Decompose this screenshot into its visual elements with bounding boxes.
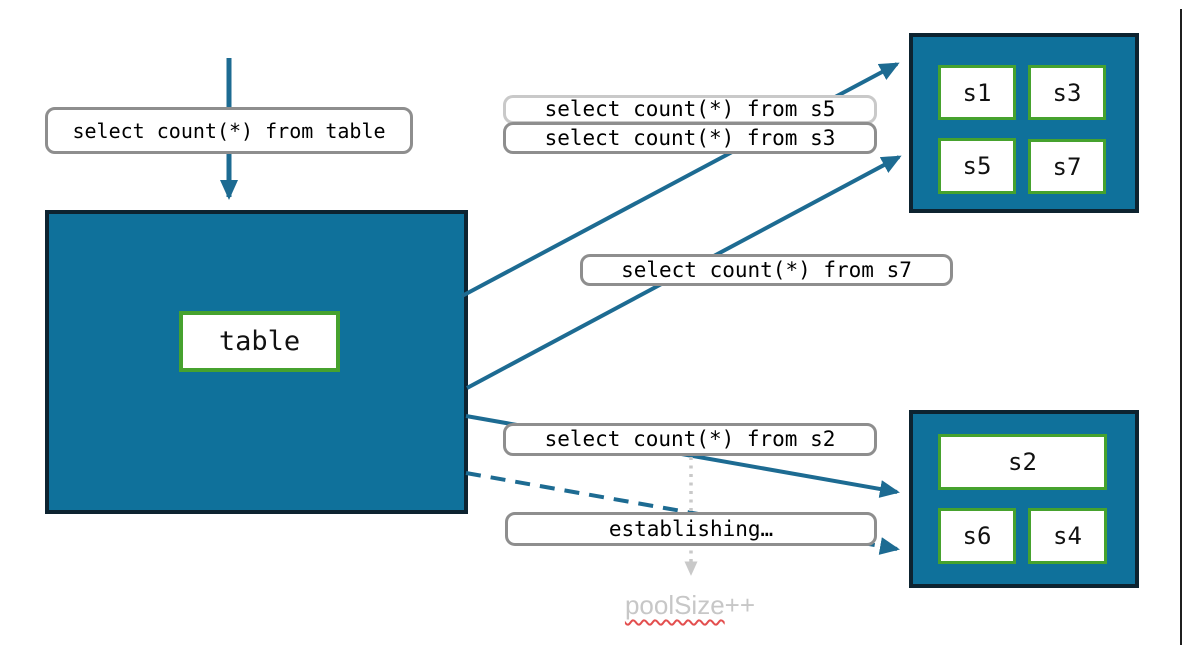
label-query-s2: select count(*) from s2 — [503, 423, 877, 456]
poolsize-word: poolSize — [624, 590, 725, 620]
table-node-label: table — [218, 326, 301, 357]
shard-s2-label: s2 — [1008, 448, 1037, 476]
label-query-table-text: select count(*) from table — [72, 118, 386, 143]
canvas-right-edge-line — [1180, 9, 1182, 645]
label-query-s2-text: select count(*) from s2 — [544, 427, 836, 451]
poolsize-caption: poolSize++ — [570, 590, 810, 621]
shard-s6-label: s6 — [962, 522, 992, 550]
label-query-s3: select count(*) from s3 — [503, 122, 877, 154]
label-query-s7: select count(*) from s7 — [580, 254, 953, 286]
poolsize-increment: ++ — [724, 590, 756, 620]
shard-s6: s6 — [938, 508, 1016, 564]
label-query-s5: select count(*) from s5 — [503, 95, 877, 124]
label-query-s7-text: select count(*) from s7 — [621, 257, 912, 282]
shard-s4: s4 — [1028, 508, 1107, 564]
table-node: table — [179, 311, 340, 372]
shard-s4-label: s4 — [1053, 522, 1082, 550]
label-establishing: establishing… — [505, 512, 877, 546]
label-establishing-text: establishing… — [608, 516, 774, 541]
shard-s2: s2 — [938, 434, 1107, 490]
shard-s3: s3 — [1028, 65, 1106, 120]
shard-s7-label: s7 — [1052, 152, 1082, 181]
label-query-s5-text: select count(*) from s5 — [544, 97, 836, 121]
shard-s3-label: s3 — [1052, 78, 1082, 107]
shard-s7: s7 — [1028, 139, 1106, 194]
label-query-table: select count(*) from table — [45, 107, 413, 154]
shard-s1: s1 — [938, 65, 1016, 120]
shard-s1-label: s1 — [962, 78, 992, 107]
shard-s5: s5 — [938, 138, 1016, 194]
label-query-s3-text: select count(*) from s3 — [544, 125, 836, 150]
shard-s5-label: s5 — [962, 152, 992, 180]
